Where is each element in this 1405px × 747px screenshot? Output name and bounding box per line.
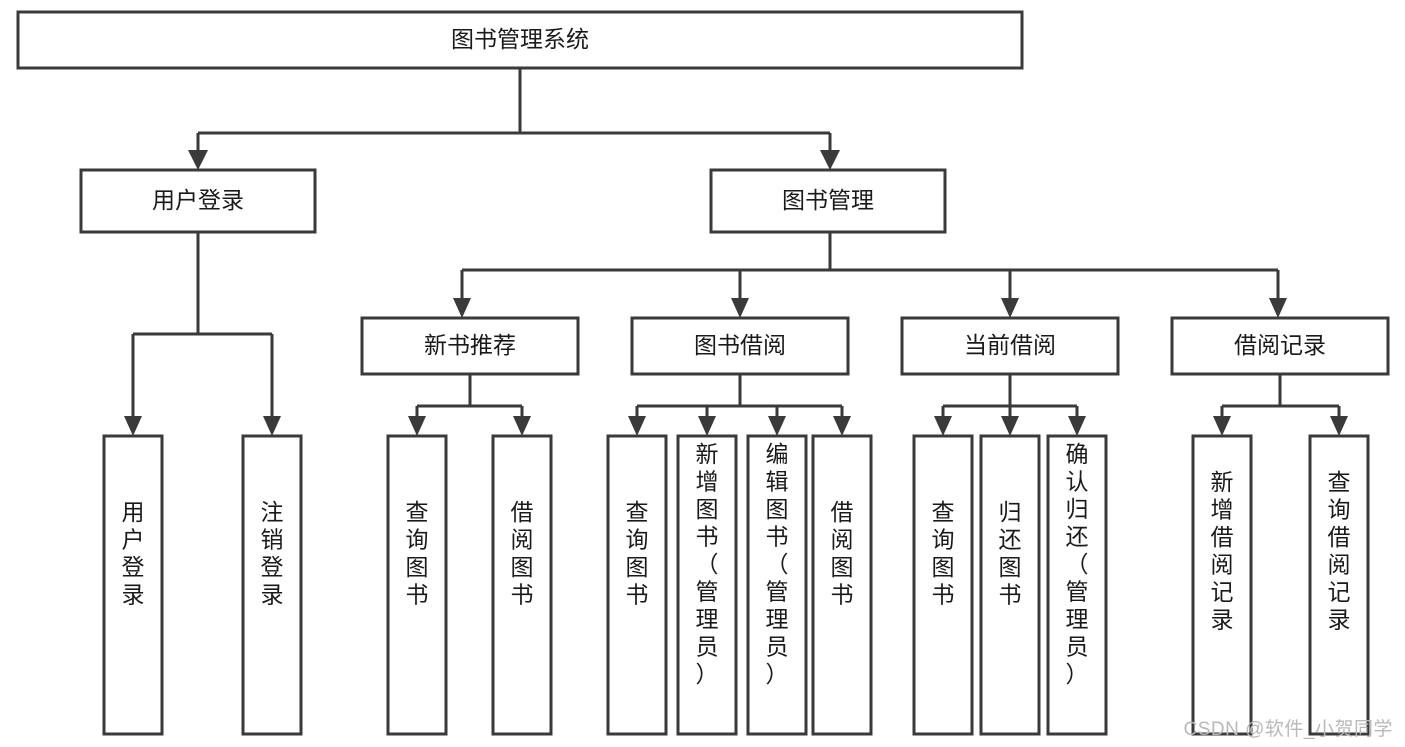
leaf-add-book-admin[interactable]: 新增图书（管理员）	[676, 434, 738, 736]
leaf-borrow-book-2-box[interactable]	[811, 434, 873, 736]
arrowhead-leaf-logout	[263, 416, 281, 436]
arrowhead-newbook-leaf-2	[513, 416, 531, 436]
leaf-query-book-2-label: 查询图书	[626, 499, 649, 608]
node-new-book-recommend-label: 新书推荐	[424, 332, 516, 358]
leaf-logout[interactable]: 注销登录	[241, 434, 303, 736]
node-root-label: 图书管理系统	[451, 26, 589, 52]
node-book-borrow[interactable]: 图书借阅	[630, 316, 850, 376]
node-borrow-record[interactable]: 借阅记录	[1170, 316, 1390, 376]
leaf-query-book-2-box[interactable]	[606, 434, 668, 736]
arrowhead-borrow-record	[1269, 298, 1287, 318]
arrowhead-currentborrow-leaf-3	[1068, 416, 1086, 436]
leaf-return-book[interactable]: 归还图书	[979, 434, 1041, 736]
leaf-add-borrow-record-box[interactable]	[1191, 434, 1253, 736]
leaf-borrow-book-1-label: 借阅图书	[511, 499, 534, 608]
leaf-logout-box[interactable]	[241, 434, 303, 736]
leaf-query-borrow-record-box[interactable]	[1308, 434, 1370, 736]
arrowhead-currentborrow-leaf-2	[1001, 416, 1019, 436]
node-book-management-box[interactable]	[709, 168, 947, 234]
leaf-user-login-label: 用户登录	[122, 499, 145, 608]
node-current-borrow[interactable]: 当前借阅	[900, 316, 1120, 376]
leaf-add-borrow-record[interactable]: 新增借阅记录	[1191, 434, 1253, 736]
leaf-borrow-book-1[interactable]: 借阅图书	[491, 434, 553, 736]
leaf-borrow-book-2[interactable]: 借阅图书	[811, 434, 873, 736]
arrowhead-currentborrow-leaf-1	[934, 416, 952, 436]
leaf-return-book-label: 归还图书	[999, 499, 1022, 608]
leaf-add-book-admin-label: 新增图书（管理员）	[696, 441, 719, 687]
arrowhead-newbook-leaf-1	[408, 416, 426, 436]
arrowhead-leaf-user-login	[124, 416, 142, 436]
arrowhead-current-borrow	[1001, 298, 1019, 318]
arrowhead-bookborrow-leaf-3	[768, 416, 786, 436]
leaf-query-book-3[interactable]: 查询图书	[912, 434, 974, 736]
arrowhead-book-borrow	[731, 298, 749, 318]
node-current-borrow-box[interactable]	[900, 316, 1120, 376]
leaf-borrow-book-1-box[interactable]	[491, 434, 553, 736]
arrowhead-borrowrecord-leaf-2	[1330, 416, 1348, 436]
leaf-edit-book-admin-box[interactable]	[746, 434, 808, 736]
arrowhead-borrowrecord-leaf-1	[1213, 416, 1231, 436]
leaf-add-book-admin-box[interactable]	[676, 434, 738, 736]
node-user-login-box[interactable]	[79, 168, 317, 234]
node-user-login[interactable]: 用户登录	[79, 168, 317, 234]
leaf-nodes-layer: 用户登录 注销登录 查询图书 借阅图书 查询图书 新增图书	[102, 434, 1370, 736]
node-new-book-recommend-box[interactable]	[360, 316, 580, 376]
node-root[interactable]: 图书管理系统	[16, 10, 1024, 70]
node-borrow-record-label: 借阅记录	[1234, 332, 1326, 358]
leaf-query-borrow-record-label: 查询借阅记录	[1328, 469, 1351, 633]
leaf-query-book-3-label: 查询图书	[932, 499, 955, 608]
node-new-book-recommend[interactable]: 新书推荐	[360, 316, 580, 376]
leaf-query-book-3-box[interactable]	[912, 434, 974, 736]
leaf-query-book-1[interactable]: 查询图书	[386, 434, 448, 736]
arrowhead-new-book-rec	[453, 298, 471, 318]
arrowhead-bookborrow-leaf-4	[833, 416, 851, 436]
edges-layer	[124, 68, 1348, 436]
node-root-box[interactable]	[16, 10, 1024, 70]
leaf-confirm-return-admin-label: 确认归还（管理员）	[1066, 441, 1089, 687]
leaf-user-login-box[interactable]	[102, 434, 164, 736]
leaf-query-book-2[interactable]: 查询图书	[606, 434, 668, 736]
arrowhead-bookborrow-leaf-1	[628, 416, 646, 436]
leaf-query-book-1-label: 查询图书	[406, 499, 429, 608]
leaf-return-book-box[interactable]	[979, 434, 1041, 736]
node-user-login-label: 用户登录	[152, 187, 244, 213]
leaf-user-login[interactable]: 用户登录	[102, 434, 164, 736]
leaf-confirm-return-admin[interactable]: 确认归还（管理员）	[1046, 434, 1108, 736]
node-book-management[interactable]: 图书管理	[709, 168, 947, 234]
node-book-borrow-label: 图书借阅	[694, 332, 786, 358]
node-borrow-record-box[interactable]	[1170, 316, 1390, 376]
leaf-query-borrow-record[interactable]: 查询借阅记录	[1308, 434, 1370, 736]
leaf-confirm-return-admin-box[interactable]	[1046, 434, 1108, 736]
node-current-borrow-label: 当前借阅	[964, 332, 1056, 358]
arrowhead-book-mgmt	[820, 150, 840, 170]
node-book-borrow-box[interactable]	[630, 316, 850, 376]
leaf-query-book-1-box[interactable]	[386, 434, 448, 736]
leaf-borrow-book-2-label: 借阅图书	[831, 499, 854, 608]
leaf-edit-book-admin-label: 编辑图书（管理员）	[766, 441, 789, 687]
leaf-edit-book-admin[interactable]: 编辑图书（管理员）	[746, 434, 808, 736]
arrowhead-bookborrow-leaf-2	[698, 416, 716, 436]
leaf-add-borrow-record-label: 新增借阅记录	[1211, 469, 1234, 633]
leaf-logout-label: 注销登录	[261, 499, 284, 608]
node-book-management-label: 图书管理	[782, 187, 874, 213]
arrowhead-user-login	[188, 150, 208, 170]
